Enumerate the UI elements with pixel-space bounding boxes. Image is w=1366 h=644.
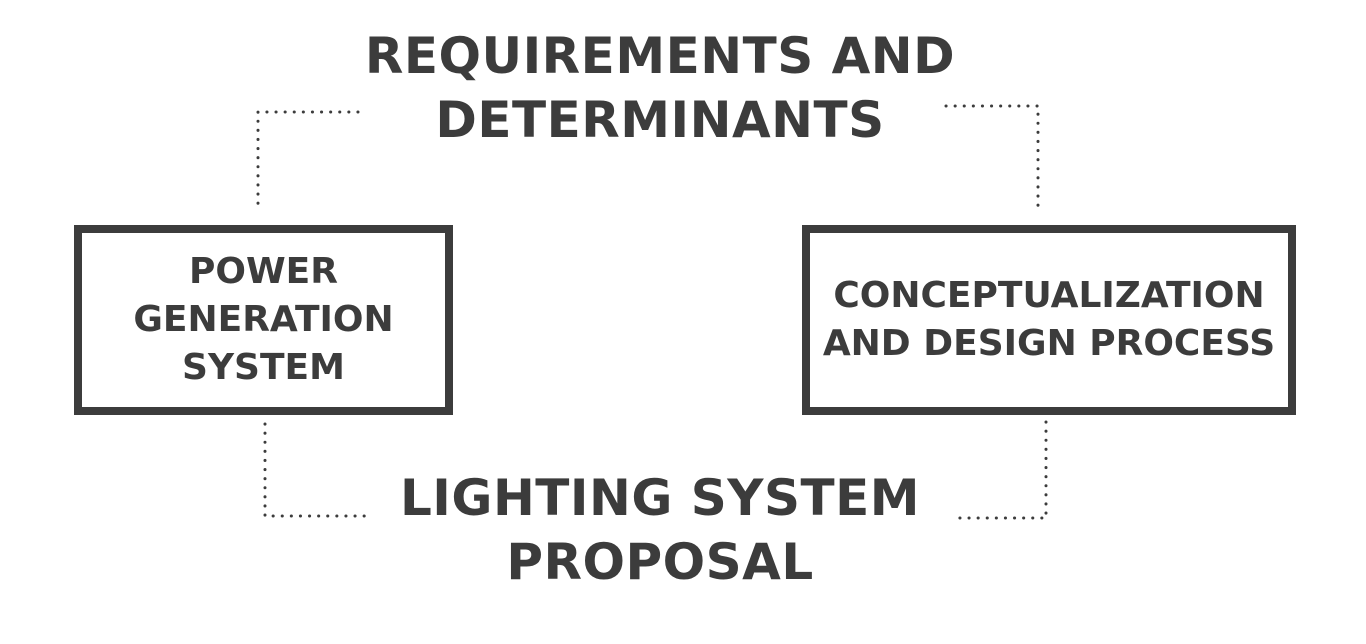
requirements-heading-line-2: DETERMINANTS — [435, 91, 885, 149]
power-generation-line-3: SYSTEM — [182, 347, 345, 388]
requirements-heading-line-1: REQUIREMENTS AND — [364, 27, 956, 85]
requirements-heading: REQUIREMENTS AND DETERMINANTS — [340, 24, 980, 152]
connector-top-left — [256, 110, 360, 210]
lighting-proposal-line-2: PROPOSAL — [506, 533, 814, 591]
power-generation-text: POWER GENERATION SYSTEM — [133, 248, 393, 392]
power-generation-line-2: GENERATION — [133, 299, 394, 340]
connector-bottom-right — [950, 420, 1048, 520]
lighting-proposal-heading: LIGHTING SYSTEM PROPOSAL — [360, 466, 960, 594]
power-generation-box: POWER GENERATION SYSTEM — [74, 225, 453, 415]
conceptualization-box: CONCEPTUALIZATION AND DESIGN PROCESS — [802, 225, 1296, 415]
connector-bottom-left — [263, 422, 367, 518]
connector-top-right — [944, 104, 1040, 210]
conceptualization-text: CONCEPTUALIZATION AND DESIGN PROCESS — [823, 272, 1275, 368]
conceptualization-line-2: AND DESIGN PROCESS — [822, 323, 1276, 364]
lighting-proposal-line-1: LIGHTING SYSTEM — [399, 469, 921, 527]
conceptualization-line-1: CONCEPTUALIZATION — [833, 275, 1265, 316]
power-generation-line-1: POWER — [188, 251, 338, 292]
